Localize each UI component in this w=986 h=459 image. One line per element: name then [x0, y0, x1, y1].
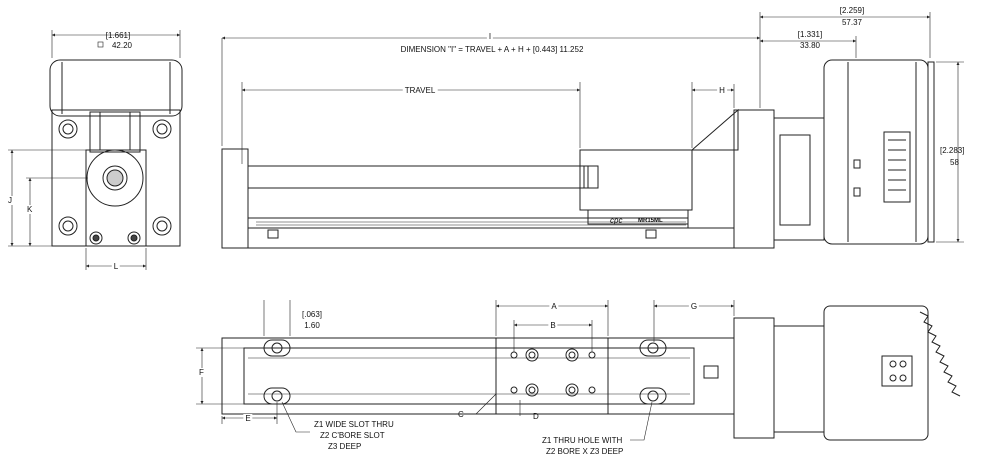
- dim-i-label: I: [486, 32, 494, 41]
- side-view-connector: [883, 131, 911, 203]
- top-view-motor: [823, 305, 929, 441]
- dim-f-label: F: [197, 368, 206, 377]
- top-view-carriage: [495, 337, 609, 415]
- top-view: [196, 300, 961, 441]
- width-dim-in: [1.661]: [105, 31, 131, 40]
- motor-dim-mm: 57.37: [841, 18, 863, 27]
- hole-note-1: Z1 THRU HOLE WITH: [542, 436, 623, 445]
- side-view-end-block: [221, 148, 249, 249]
- side-view-rod: [247, 165, 589, 189]
- stub-dim-in: [1.331]: [797, 30, 823, 39]
- carriage-model: MR15ML: [638, 218, 663, 224]
- slot-dim-in: [.063]: [301, 310, 323, 319]
- slot-note-3: Z3 DEEP: [328, 442, 362, 451]
- width-dim-mm: 42.20: [111, 41, 133, 50]
- dim-h-label: H: [717, 86, 727, 95]
- height-dim-mm: 58: [950, 158, 959, 167]
- end-view-motor-cap: [49, 59, 183, 117]
- side-view-motor-cap: [823, 59, 929, 245]
- side-view: [221, 12, 964, 249]
- hole-note-2: Z2 BORE X Z3 DEEP: [546, 447, 624, 456]
- slot-dim-mm: 1.60: [304, 321, 320, 330]
- top-view-connector: [881, 355, 913, 387]
- carriage-brand: cpc: [610, 216, 623, 225]
- dim-c-label: C: [458, 410, 464, 419]
- dim-l-label: L: [111, 262, 121, 271]
- dim-g-label: G: [688, 302, 700, 311]
- slot-note-1: Z1 WIDE SLOT THRU: [314, 420, 394, 429]
- stub-dim-mm: 33.80: [799, 41, 821, 50]
- end-view: [8, 30, 183, 270]
- dim-d-label: D: [533, 412, 539, 421]
- dim-e-label: E: [243, 414, 253, 423]
- dim-a-label: A: [549, 302, 559, 311]
- side-view-motor: [773, 117, 825, 241]
- dim-b-label: B: [548, 321, 558, 330]
- top-view-rail: [221, 337, 735, 415]
- side-view-carriage: [579, 149, 693, 211]
- height-dim-in: [2.283]: [940, 146, 965, 155]
- travel-label: TRAVEL: [402, 86, 438, 95]
- dim-i-formula: DIMENSION "I" = TRAVEL + A + H + [0.443]…: [400, 45, 584, 54]
- dim-j-label: J: [6, 196, 14, 205]
- motor-dim-in: [2.259]: [839, 6, 865, 15]
- dim-k-label: K: [25, 205, 35, 214]
- slot-note-2: Z2 C'BORE SLOT: [320, 431, 385, 440]
- side-view-base: [247, 227, 735, 249]
